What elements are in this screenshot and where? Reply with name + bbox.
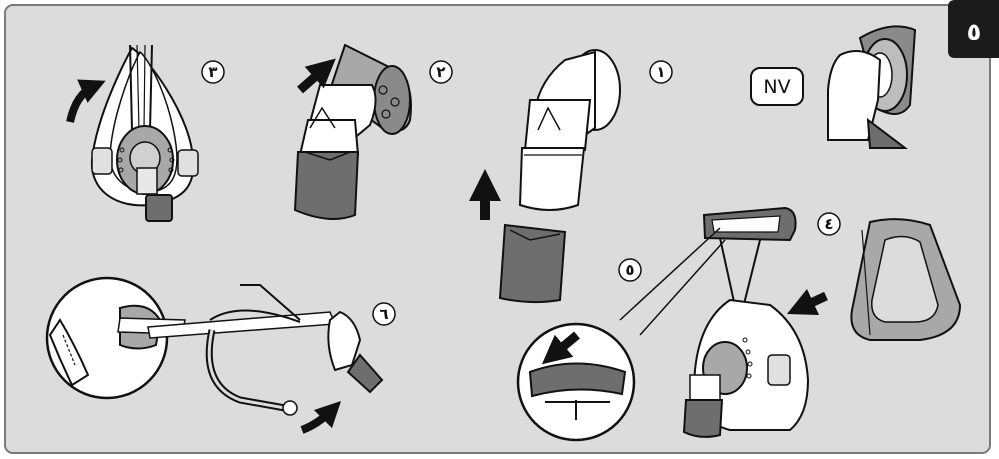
step-3-badge: ٣ — [202, 61, 224, 83]
nv-label-box: NV — [751, 68, 803, 105]
step-2-badge: ٢ — [430, 61, 452, 83]
step-6-badge: ٦ — [373, 303, 395, 325]
svg-text:١: ١ — [656, 63, 665, 81]
page-number-tab: ٥ — [948, 0, 999, 58]
svg-text:٤: ٤ — [824, 215, 833, 233]
page-number: ٥ — [967, 18, 982, 46]
step-5-badge: ٥ — [619, 259, 641, 281]
svg-text:٥: ٥ — [625, 261, 634, 279]
svg-text:٦: ٦ — [379, 305, 388, 323]
svg-text:٣: ٣ — [208, 63, 217, 81]
step-1-badge: ١ — [650, 61, 672, 83]
svg-text:NV: NV — [763, 76, 790, 98]
step-4-badge: ٤ — [818, 213, 840, 235]
svg-text:٢: ٢ — [436, 63, 445, 81]
